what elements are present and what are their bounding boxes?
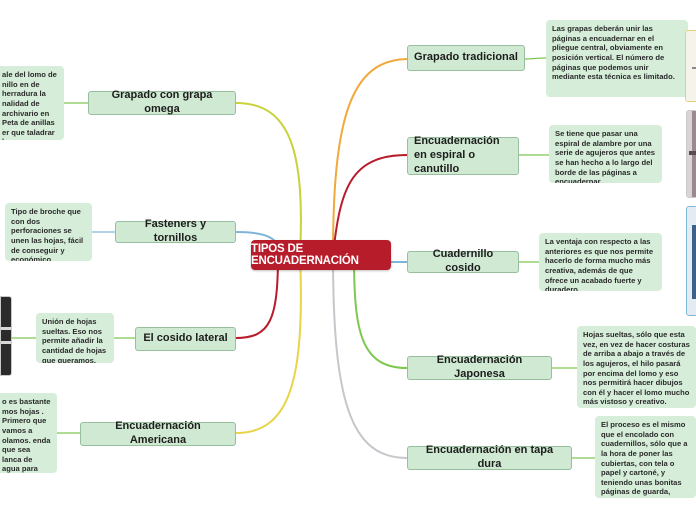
staple-photo: [685, 30, 696, 102]
note-cosido-lateral: Unión de hojas sueltas. Eso nos permite …: [36, 313, 114, 363]
topic-encuadernacion-americana[interactable]: Encuadernación Americana: [80, 422, 236, 446]
note-cuadernillo-cosido: La ventaja con respecto a las anteriores…: [539, 233, 662, 291]
connector-americana: [236, 255, 301, 433]
topic-cuadernillo-cosido[interactable]: Cuadernillo cosido: [407, 251, 519, 273]
central-topic[interactable]: TIPOS DE ENCUADERNACIÓN: [251, 240, 391, 270]
note-encuadernacion-americana: o es bastante mos hojas . Primero que va…: [0, 393, 57, 473]
topic-cosido-lateral[interactable]: El cosido lateral: [135, 327, 236, 351]
connector-tapa-dura: [333, 255, 407, 458]
topic-grapa-omega[interactable]: Grapado con grapa omega: [88, 91, 236, 115]
note-tapa-dura: El proceso es el mismo que el encolado c…: [595, 416, 696, 498]
topic-encuadernacion-japonesa[interactable]: Encuadernación Japonesa: [407, 356, 552, 380]
note-grapado-tradicional: Las grapas deberán unir las páginas a en…: [546, 20, 688, 97]
note-espiral-canutillo: Se tiene que pasar una espiral de alambr…: [549, 125, 662, 183]
topic-tapa-dura[interactable]: Encuadernación en tapa dura: [407, 446, 572, 470]
connector-japonesa: [354, 255, 407, 368]
note-encuadernacion-japonesa: Hojas sueltas, sólo que esta vez, en vez…: [577, 326, 696, 408]
connector-tradicional-note: [525, 58, 546, 59]
note-fasteners-tornillos: Tipo de broche que con dos perforaciones…: [5, 203, 92, 261]
topic-espiral-canutillo[interactable]: Encuadernación en espiral o canutillo: [407, 137, 519, 175]
connector-grapado-tradicional: [333, 59, 407, 255]
topic-grapado-tradicional[interactable]: Grapado tradicional: [407, 45, 525, 71]
side-sewn-photo: [0, 296, 12, 376]
note-grapa-omega: ale del lomo de nillo en de herradura la…: [0, 66, 64, 140]
sewn-booklet-photo: [686, 206, 696, 316]
spiral-binding-photo: [686, 110, 696, 198]
topic-fasteners-tornillos[interactable]: Fasteners y tornillos: [115, 221, 236, 243]
